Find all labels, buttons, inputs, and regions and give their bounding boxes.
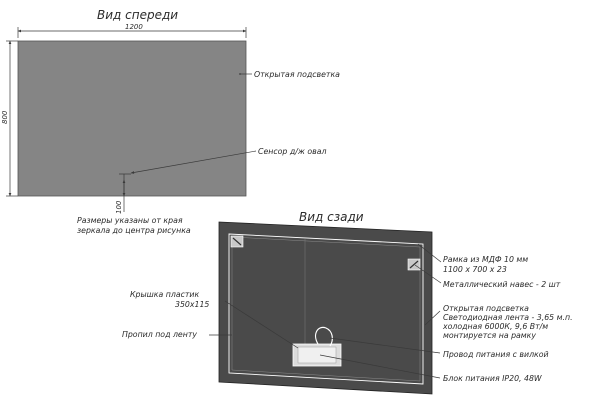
- backlight-label-4: монтируется на рамку: [443, 331, 536, 340]
- tape-slot-label: Пропил под ленту: [122, 330, 197, 339]
- mirror-front: [17, 40, 247, 197]
- sensor-label: Сенсор д/ж овал: [258, 147, 326, 156]
- backlight-label-3: холодная 6000К, 9,6 Вт/м: [442, 322, 548, 331]
- hanger-right: [407, 258, 421, 271]
- sensor-leader: [130, 150, 257, 174]
- open-backlight-label: Открытая подсветка: [254, 70, 340, 79]
- cover-label-1: Крышка пластик: [130, 290, 199, 299]
- sensor-offset-dimension: 100: [115, 200, 123, 214]
- frame-label-1: Рамка из МДФ 10 мм: [443, 255, 528, 264]
- hanger-label: Металлический навес - 2 шт: [443, 280, 561, 289]
- front-view-title: Вид спереди: [97, 8, 178, 22]
- power-supply-label: Блок питания IP20, 48W: [443, 374, 542, 383]
- hanger-leader: [414, 264, 442, 284]
- frame-leader: [417, 243, 442, 263]
- note-line-2: зеркала до центра рисунка: [77, 226, 191, 235]
- power-cord-label: Провод питания с вилкой: [443, 350, 549, 359]
- frame-label-2: 1100 х 700 х 23: [443, 265, 507, 274]
- power-cord: [314, 326, 333, 347]
- width-dimension: 1200: [125, 23, 143, 31]
- mdf-frame-inner: [231, 236, 421, 382]
- note-line-1: Размеры указаны от края: [77, 216, 183, 225]
- backlight-back-leader: [424, 310, 441, 326]
- hanger-left: [230, 235, 244, 248]
- power-cord-leader: [329, 337, 441, 354]
- led-strip-frame: [228, 233, 424, 385]
- power-supply-leader: [319, 354, 441, 379]
- cover-label-2: 350х115: [175, 300, 209, 309]
- backlight-label-1: Открытая подсветка: [443, 304, 529, 313]
- height-dimension: 800: [1, 110, 9, 124]
- back-view-title: Вид сзади: [299, 210, 364, 224]
- power-supply-unit: [297, 346, 337, 364]
- mirror-back: [218, 221, 433, 395]
- backlight-label-2: Светодиодная лента - 3,65 м.п.: [443, 313, 573, 322]
- front-view: Вид спереди 1200 800 100 Открытая подсве…: [1, 8, 340, 235]
- back-view: Вид сзади Рамка из МДФ 10 мм: [122, 210, 573, 395]
- cover-leader: [224, 300, 299, 349]
